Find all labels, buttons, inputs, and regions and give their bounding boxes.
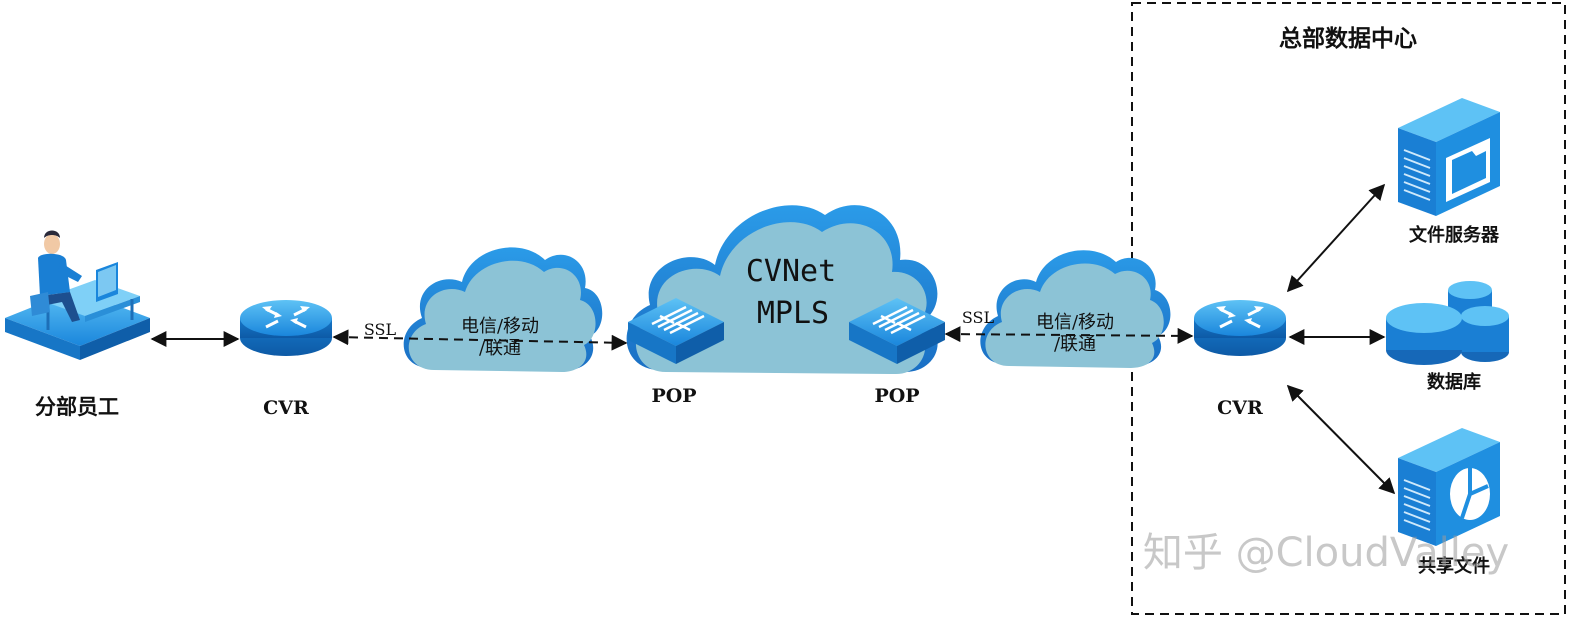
- cvr-left-label: CVR: [263, 397, 309, 419]
- branch-employee-label: 分部员工: [35, 394, 119, 419]
- ssl-right-label: SSL: [962, 308, 995, 327]
- watermark-text: 知乎 @CloudValley: [1143, 530, 1509, 576]
- carrier-cloud-left: 电信/移动 /联通: [403, 247, 603, 372]
- link-pop-right-cvr-right: [944, 326, 1194, 344]
- pop-left-label: POP: [651, 385, 696, 407]
- carrier-cloud-right: 电信/移动 /联通: [980, 250, 1171, 368]
- cvr-right-icon: [1194, 300, 1286, 356]
- file-server-icon: [1398, 98, 1500, 216]
- core-cloud-line2: MPLS: [757, 296, 829, 331]
- ssl-left-label: SSL: [364, 320, 397, 339]
- carrier-right-line1: 电信/移动: [1036, 312, 1114, 333]
- link-cvr-sharedfiles: [1286, 384, 1396, 495]
- database-label: 数据库: [1427, 371, 1481, 393]
- pop-right-label: POP: [874, 385, 919, 407]
- cvr-left-icon: [240, 300, 332, 356]
- carrier-left-line1: 电信/移动: [461, 316, 539, 337]
- shared-files-label: 共享文件: [1418, 555, 1490, 577]
- link-cvr-left-pop-left: [332, 329, 628, 351]
- database-icon: [1386, 281, 1509, 365]
- carrier-right-line2: /联通: [1054, 334, 1096, 355]
- pop-left-icon: [628, 298, 724, 364]
- pop-right-icon: [849, 298, 945, 364]
- hq-title: 总部数据中心: [1279, 25, 1417, 52]
- core-cloud-line1: CVNet: [746, 254, 836, 289]
- branch-employee-icon: [5, 230, 150, 360]
- shared-files-icon: [1398, 428, 1500, 546]
- link-cvr-fileserver: [1286, 183, 1386, 293]
- cvr-right-label: CVR: [1217, 397, 1263, 419]
- hq-datacenter-boundary: [1131, 2, 1566, 615]
- file-server-label: 文件服务器: [1409, 224, 1500, 246]
